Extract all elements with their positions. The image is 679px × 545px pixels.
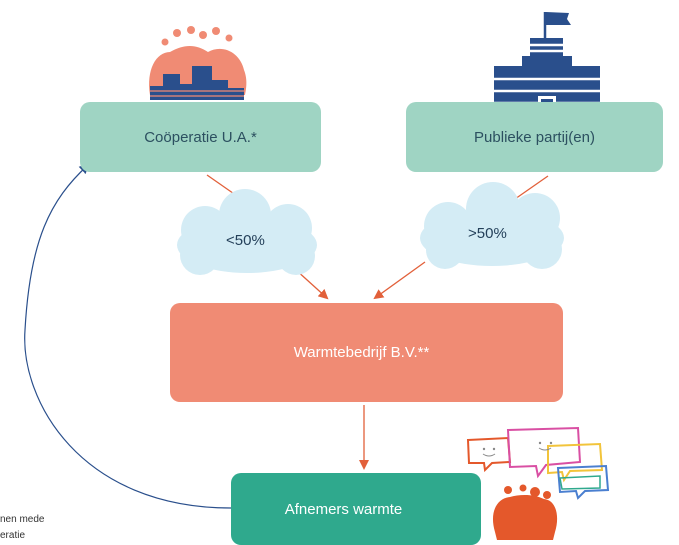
warmtebedrijf-box: Warmtebedrijf B.V.** bbox=[170, 303, 563, 402]
feedback-arrow bbox=[24, 163, 232, 509]
cooperatie-box: Coöperatie U.A.* bbox=[80, 102, 321, 172]
speech-bubbles-icon bbox=[466, 426, 610, 500]
publieke-partijen-box: Publieke partij(en) bbox=[406, 102, 663, 172]
share-publieke: >50% bbox=[468, 225, 507, 242]
people-icon bbox=[492, 484, 558, 540]
community-icon bbox=[149, 26, 247, 100]
cooperatie-label: Coöperatie U.A.* bbox=[144, 128, 257, 146]
government-building-icon bbox=[494, 12, 600, 114]
afnemers-label: Afnemers warmte bbox=[284, 500, 403, 518]
cloud-left bbox=[177, 189, 317, 275]
footnote-text: nen mede eratie bbox=[0, 514, 45, 541]
cloud-right bbox=[420, 182, 564, 269]
warmtebedrijf-label: Warmtebedrijf B.V.** bbox=[293, 344, 430, 361]
publieke-partijen-label: Publieke partij(en) bbox=[474, 128, 595, 146]
afnemers-box: Afnemers warmte bbox=[231, 473, 481, 545]
share-cooperatie: <50% bbox=[226, 232, 265, 249]
